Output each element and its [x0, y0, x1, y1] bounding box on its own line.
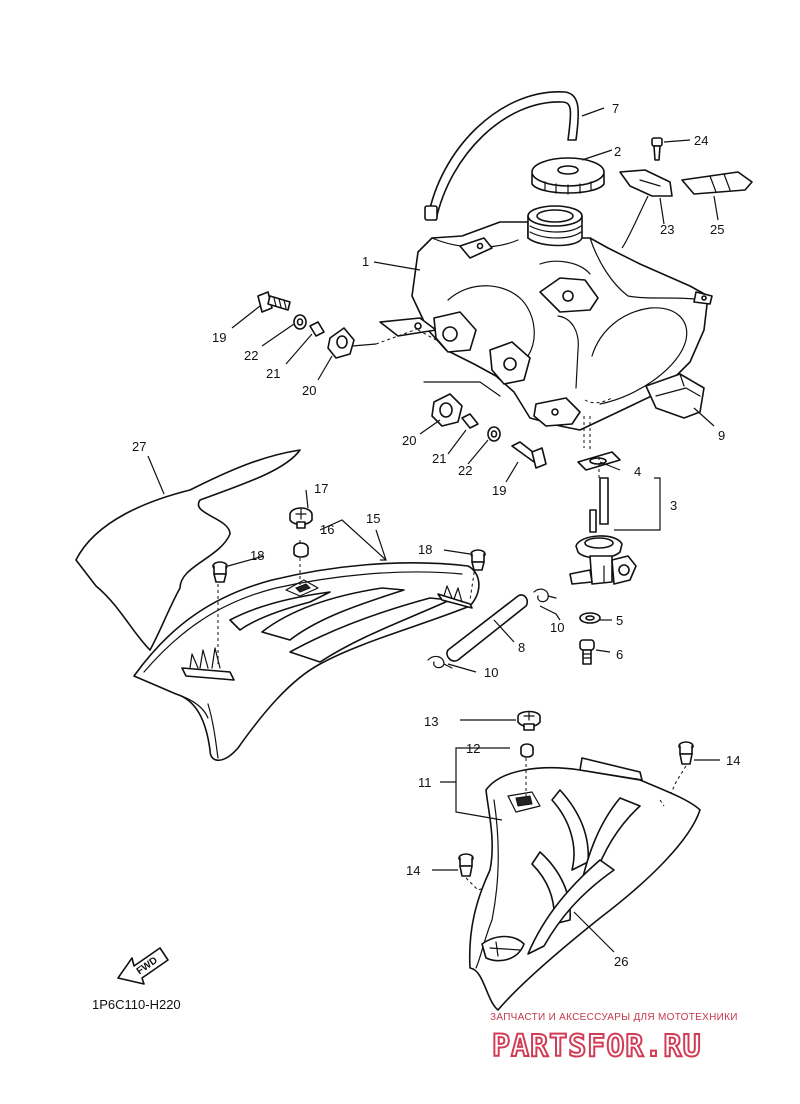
fuel-hose	[446, 594, 529, 662]
watermark-tagline: ЗАПЧАСТИ И АКСЕССУАРЫ ДЛЯ МОТОТЕХНИКИ	[490, 1012, 738, 1023]
callout-1: 1	[362, 254, 369, 269]
cover-screw-17	[289, 507, 313, 529]
rear-damper	[645, 373, 705, 419]
cock-screw	[579, 639, 595, 665]
right-side-cover	[468, 757, 701, 1011]
watermark-logo: PARTSFOR.RU	[492, 1029, 702, 1064]
callout-5: 5	[616, 613, 623, 628]
cock-washer	[579, 612, 601, 624]
callout-19-upper: 19	[212, 330, 226, 345]
callout-12: 12	[466, 741, 480, 756]
diagram-code: 1P6C110-H220	[92, 997, 181, 1012]
callout-27: 27	[132, 439, 146, 454]
cover-screw-13	[517, 710, 541, 731]
callout-8: 8	[518, 640, 525, 655]
callout-3: 3	[670, 498, 677, 513]
hose-clip-lower	[427, 655, 453, 669]
callout-20-upper: 20	[302, 383, 316, 398]
callout-18-left: 18	[250, 548, 264, 563]
callout-21-upper: 21	[266, 366, 280, 381]
push-rivet-left	[212, 561, 228, 583]
push-rivet-right	[470, 549, 486, 571]
breather-hose	[424, 91, 580, 221]
callout-9: 9	[718, 428, 725, 443]
callout-17: 17	[314, 481, 328, 496]
callout-2: 2	[614, 144, 621, 159]
fuel-tank	[379, 195, 713, 450]
tank-clip	[681, 171, 753, 195]
callout-6: 6	[616, 647, 623, 662]
leader-lines	[147, 107, 720, 953]
callout-10-lower: 10	[484, 665, 498, 680]
callout-25: 25	[710, 222, 724, 237]
fuel-cock	[569, 456, 637, 585]
callout-23: 23	[660, 222, 674, 237]
callout-7: 7	[612, 101, 619, 116]
lower-fastener-set	[423, 381, 547, 469]
callout-16: 16	[320, 522, 334, 537]
callout-10-upper: 10	[550, 620, 564, 635]
callout-13: 13	[424, 714, 438, 729]
callout-19-lower: 19	[492, 483, 506, 498]
callout-22-upper: 22	[244, 348, 258, 363]
cover-nut-16	[293, 542, 309, 558]
upper-fastener-set	[257, 291, 421, 359]
callout-20-lower: 20	[402, 433, 416, 448]
push-rivet-14-right	[667, 741, 694, 801]
callouts: 1 2 3 4 5 6 7 8 9 10 10 11 12 13 14 14 1…	[132, 101, 740, 969]
callout-21-lower: 21	[432, 451, 446, 466]
hose-clip-upper	[533, 588, 557, 603]
callout-22-lower: 22	[458, 463, 472, 478]
callout-15: 15	[366, 511, 380, 526]
fwd-arrow-icon: FWD	[117, 947, 169, 985]
callout-26: 26	[614, 954, 628, 969]
callout-14-left: 14	[406, 863, 420, 878]
callout-11: 11	[418, 775, 432, 790]
side-decal	[75, 449, 301, 651]
callout-18-right: 18	[418, 542, 432, 557]
callout-4: 4	[634, 464, 641, 479]
callout-14-right: 14	[726, 753, 740, 768]
cap-screw	[651, 137, 663, 161]
tank-cap	[531, 157, 605, 195]
cover-nut-12	[520, 743, 534, 758]
watermark: ЗАПЧАСТИ И АКСЕССУАРЫ ДЛЯ МОТОТЕХНИКИ PA…	[490, 1012, 738, 1065]
callout-24: 24	[694, 133, 708, 148]
tank-bracket	[619, 169, 673, 197]
